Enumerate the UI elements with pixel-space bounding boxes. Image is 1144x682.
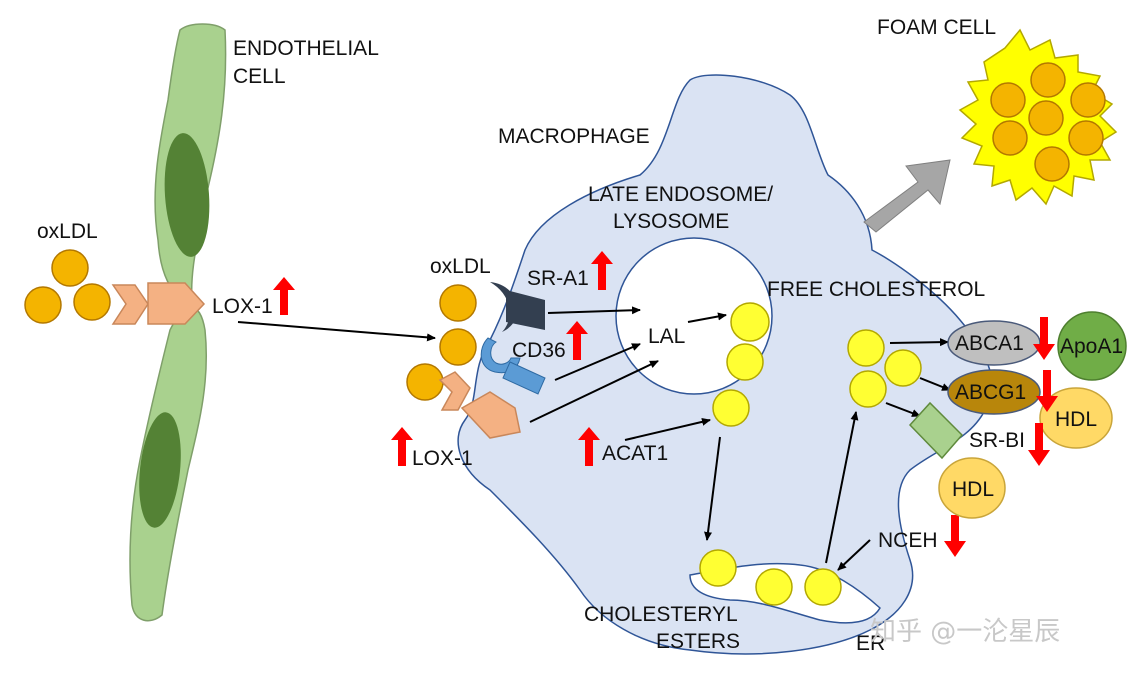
cd36-label: CD36 bbox=[512, 339, 566, 362]
hdl-lower-label: HDL bbox=[952, 478, 994, 501]
sr-a1-label: SR-A1 bbox=[527, 267, 589, 290]
oxldl-outside-label: oxLDL bbox=[37, 220, 98, 243]
lox1-chevron bbox=[111, 284, 149, 325]
apoa1-particle bbox=[1057, 311, 1127, 381]
oxldl-particle bbox=[439, 328, 477, 366]
endothelial-label-2: CELL bbox=[233, 65, 286, 88]
cholesterol-particle bbox=[804, 568, 842, 606]
hdl-particle bbox=[1039, 387, 1113, 449]
cholesterol-particle bbox=[730, 302, 770, 342]
oxldl-particles-outside bbox=[24, 249, 111, 324]
cholesterol-particle bbox=[755, 568, 793, 606]
down-arrow-icon bbox=[1033, 317, 1055, 360]
nceh-arrow bbox=[837, 539, 871, 571]
cholesterol-particle bbox=[849, 370, 887, 408]
cholesteryl-esters-label-1: CHOLESTERYL bbox=[584, 603, 738, 626]
free-cholesterol-lysosome bbox=[712, 302, 770, 427]
down-arrow-icon bbox=[944, 515, 966, 557]
nceh-label: NCEH bbox=[878, 529, 938, 552]
lipid-droplet bbox=[1068, 120, 1104, 156]
lox1-pentagon bbox=[460, 391, 521, 439]
watermark: 知乎 @一沦星辰 bbox=[870, 617, 1060, 647]
up-arrow-icon bbox=[273, 277, 295, 315]
up-arrow-icon bbox=[566, 321, 588, 360]
lox1-chevron bbox=[438, 371, 471, 411]
foam-cell-label: FOAM CELL bbox=[877, 16, 996, 39]
cd36-body bbox=[502, 361, 546, 395]
late-endosome-label-2: LYSOSOME bbox=[613, 210, 729, 233]
oxldl-particle bbox=[73, 283, 111, 321]
down-arrow-icon bbox=[1028, 423, 1050, 466]
foam-cell-lipid-droplets bbox=[990, 62, 1106, 182]
progression-arrow bbox=[863, 159, 951, 233]
lipid-droplet bbox=[1034, 146, 1070, 182]
efflux-arrows bbox=[885, 338, 951, 417]
er-label: ER bbox=[856, 632, 885, 655]
efflux-arrow bbox=[885, 402, 921, 417]
uptake-arrow bbox=[554, 343, 641, 381]
sr-bi-label: SR-BI bbox=[969, 429, 1025, 452]
lox1-receptor-macrophage bbox=[438, 371, 521, 439]
uptake-arrow bbox=[547, 306, 641, 315]
acat1-arrow bbox=[624, 417, 711, 441]
cd36-receptor bbox=[480, 337, 546, 395]
cholesterol-particle bbox=[726, 343, 764, 381]
lipid-droplet bbox=[1028, 100, 1064, 136]
endothelial-cells bbox=[129, 23, 227, 622]
efflux-arrow bbox=[889, 338, 949, 347]
cholesterol-particle bbox=[699, 549, 737, 587]
abcg1-label: ABCG1 bbox=[955, 381, 1026, 404]
hydrolysis-arrow bbox=[825, 411, 859, 564]
free-cholesterol-right bbox=[847, 329, 922, 408]
cholesterol-particle bbox=[847, 329, 885, 367]
uptake-arrow bbox=[529, 360, 659, 423]
up-arrow-icon bbox=[578, 427, 600, 466]
nucleus-top bbox=[164, 133, 210, 257]
hdl-particle bbox=[938, 457, 1006, 519]
efflux-arrow bbox=[919, 377, 951, 391]
free-cholesterol-label: FREE CHOLESTEROL bbox=[767, 278, 985, 301]
lipid-droplet bbox=[1070, 82, 1106, 118]
oxldl-particle bbox=[24, 286, 62, 324]
lox1-pentagon bbox=[147, 282, 206, 325]
esterification-arrow bbox=[704, 436, 721, 541]
abcg1-transporter bbox=[947, 369, 1041, 415]
oxldl-particle bbox=[51, 249, 89, 287]
sr-bi-receptor bbox=[908, 401, 964, 460]
oxldl-particles-macrophage bbox=[406, 284, 477, 401]
lal-arrow bbox=[687, 312, 727, 323]
lipid-droplet bbox=[990, 82, 1026, 118]
cholesteryl-esters-label-2: ESTERS bbox=[656, 630, 740, 653]
uptake-arrows bbox=[529, 306, 727, 423]
cholesterol-particle bbox=[712, 389, 750, 427]
cholesterol-particle bbox=[884, 349, 922, 387]
abca1-label: ABCA1 bbox=[955, 332, 1024, 355]
oxldl-particle bbox=[406, 363, 444, 401]
nucleus-bottom bbox=[139, 412, 181, 528]
up-arrow-icon bbox=[391, 427, 413, 466]
lox1-receptor-endothelial bbox=[111, 282, 206, 325]
endothelial-label-1: ENDOTHELIAL bbox=[233, 37, 379, 60]
lal-label: LAL bbox=[648, 325, 685, 348]
macrophage-label: MACROPHAGE bbox=[498, 125, 650, 148]
cholesteryl-esters bbox=[699, 549, 842, 606]
up-arrow-icon bbox=[591, 251, 613, 290]
oxldl-particle bbox=[439, 284, 477, 322]
apoa1-label: ApoA1 bbox=[1060, 335, 1123, 358]
lox1-macrophage-label: LOX-1 bbox=[412, 447, 473, 470]
sr-a1-receptor bbox=[490, 282, 545, 332]
lipid-droplet bbox=[1030, 62, 1066, 98]
late-endosome-label-1: LATE ENDOSOME/ bbox=[588, 183, 773, 206]
transport-arrow bbox=[237, 321, 436, 342]
hdl-right-label: HDL bbox=[1055, 408, 1097, 431]
sr-a1-body bbox=[506, 290, 545, 330]
down-arrow-icon bbox=[1036, 370, 1058, 412]
lox1-endothelial-label: LOX-1 bbox=[212, 295, 273, 318]
lipid-droplet bbox=[992, 120, 1028, 156]
acat1-label: ACAT1 bbox=[602, 442, 668, 465]
oxldl-macrophage-label: oxLDL bbox=[430, 255, 491, 278]
